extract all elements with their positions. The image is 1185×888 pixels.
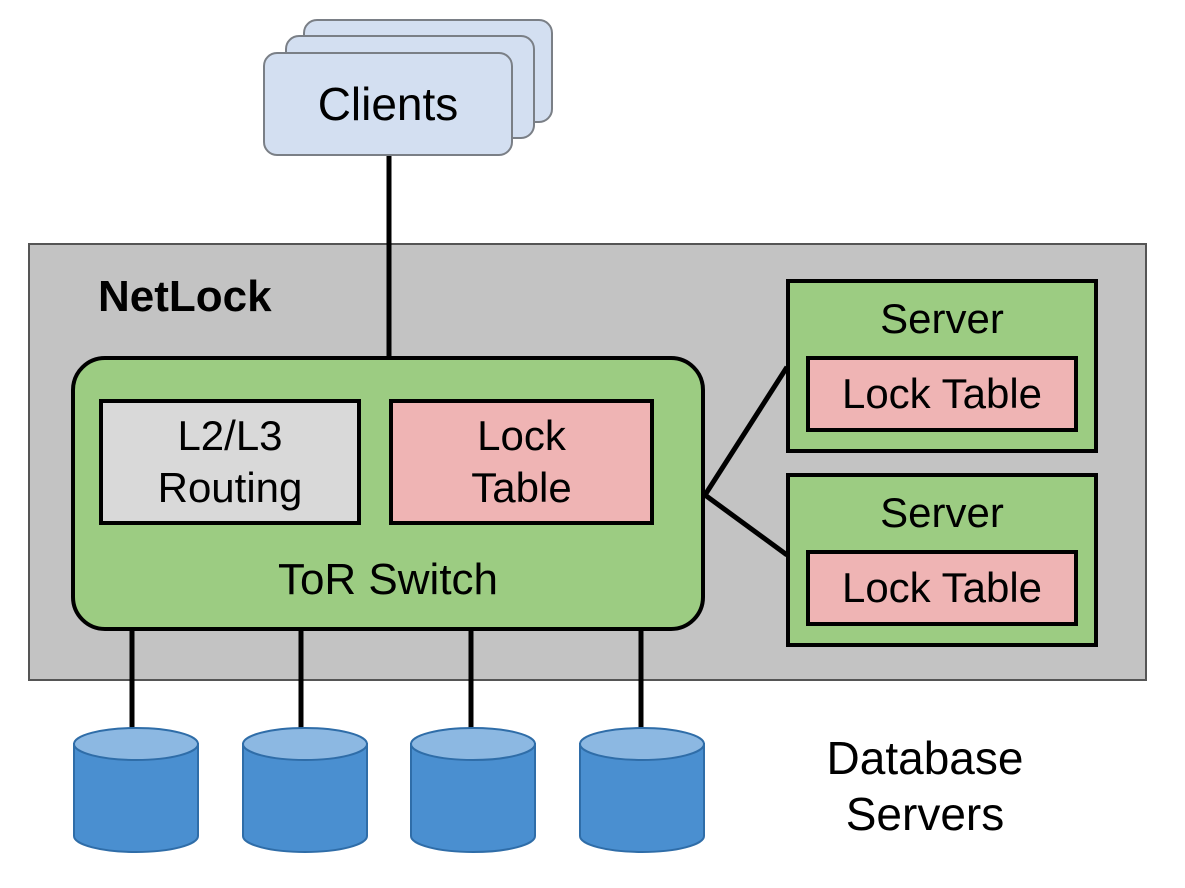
l2-l3-routing-box: L2/L3 Routing (99, 399, 361, 525)
server-lock-table-1: Lock Table (806, 356, 1078, 432)
routing-line-1: L2/L3 (177, 412, 283, 459)
clients-box: Clients (263, 52, 513, 156)
database-servers-label: Database Servers (780, 730, 1070, 842)
routing-line-2: Routing (157, 464, 303, 511)
server-label-2: Server (880, 489, 1004, 536)
database-cylinder-4 (579, 727, 705, 853)
switch-lock-line-1: Lock (477, 412, 566, 459)
server-label-1: Server (880, 295, 1004, 342)
database-cylinder-2 (242, 727, 368, 853)
database-cylinder-1 (73, 727, 199, 853)
database-cylinder-3 (410, 727, 536, 853)
tor-switch-label: ToR Switch (277, 555, 499, 604)
database-label-line-2: Servers (845, 788, 1005, 840)
clients-label: Clients (317, 78, 459, 130)
switch-to-server-2-link-inner (703, 492, 789, 558)
switch-to-server-1-link-inner (702, 365, 790, 497)
database-label-line-1: Database (826, 732, 1024, 784)
netlock-label: NetLock (98, 272, 272, 321)
switch-lock-table-box: Lock Table (389, 399, 654, 525)
server-lock-table-2: Lock Table (806, 550, 1078, 626)
switch-lock-line-2: Table (471, 464, 572, 511)
